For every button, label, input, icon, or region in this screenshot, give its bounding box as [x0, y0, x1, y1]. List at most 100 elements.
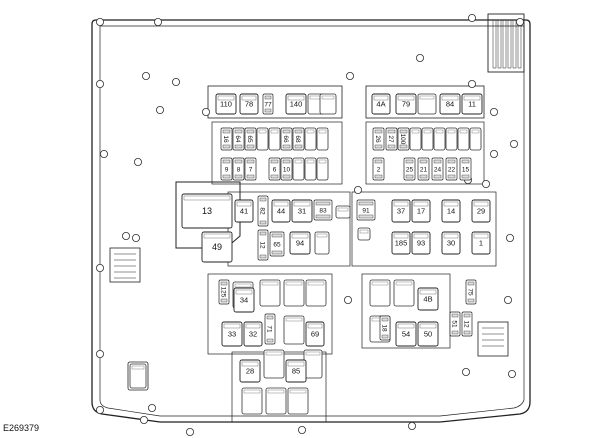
fuse-cap-bottom [433, 174, 442, 179]
fuse-cap-bottom [447, 174, 456, 179]
fuse-cap-bottom [405, 174, 414, 179]
component-label: 25 [406, 166, 414, 173]
mounting-hole [171, 78, 180, 87]
component-fuse-mini [257, 195, 269, 227]
component-relay-small [271, 199, 291, 223]
relay-top-detail [203, 233, 231, 239]
mounting-hole [147, 403, 156, 412]
component-fuse-mini [372, 127, 385, 151]
mounting-hole [155, 106, 164, 115]
component-fuse-mini [397, 127, 410, 151]
empty-slot [283, 279, 305, 307]
mounting-hole [185, 427, 194, 436]
connector-16-frame [127, 361, 149, 391]
slot-detail [261, 281, 279, 286]
fuse-cap-bottom [282, 144, 291, 149]
relay-top-detail [287, 361, 305, 367]
empty-slot [316, 127, 329, 151]
component-label: 12 [259, 241, 266, 249]
component-label: 83 [319, 207, 327, 214]
component-label: 6 [273, 166, 277, 173]
empty-slot [292, 157, 305, 181]
connector-pin [502, 19, 507, 69]
component-relay-small [285, 93, 307, 115]
component-relay-large [181, 193, 233, 229]
right-clip-block [477, 321, 509, 357]
fuse-cap-bottom [266, 338, 274, 343]
empty-slot [241, 387, 263, 415]
slot-detail [234, 283, 252, 288]
relay-top-detail [473, 233, 489, 239]
fuse-cap-bottom [271, 250, 283, 255]
relay-top-detail [443, 201, 459, 207]
mounting-hole [509, 139, 518, 148]
component-relay-small [411, 231, 431, 255]
component-label: 93 [417, 239, 425, 248]
fuse-cap-bottom [234, 174, 243, 179]
mounting-hole [153, 17, 162, 26]
relay-top-detail [236, 201, 252, 207]
component-relay-small [289, 231, 311, 255]
slot-detail [318, 129, 327, 134]
mounting-hole [131, 233, 140, 242]
component-label: 13 [202, 206, 212, 216]
fuse-cap-top [419, 159, 428, 164]
component-relay-small [471, 231, 491, 255]
fuse-cap-top [270, 159, 279, 164]
component-label: 14 [447, 207, 455, 216]
relay-top-detail [183, 195, 231, 201]
component-fuse-mini [465, 279, 477, 305]
component-label: 33 [228, 330, 236, 339]
connector-pin [492, 19, 497, 69]
fuse-cap-bottom [315, 214, 331, 219]
component-label: 28 [246, 367, 254, 376]
component-relay-small [391, 231, 411, 255]
component-fuse-mini [417, 157, 430, 181]
empty-slot [259, 279, 281, 307]
component-label: 85 [292, 367, 300, 376]
slot-detail [359, 229, 369, 234]
mounting-hole [96, 80, 105, 89]
zone-top-right [365, 85, 485, 119]
component-label: 185 [395, 239, 408, 248]
fuse-cap-top [222, 159, 231, 164]
component-relay-small [395, 93, 417, 115]
connector-pin [517, 19, 522, 69]
fuse-cap-top [447, 159, 456, 164]
relay-top-detail [241, 361, 259, 367]
relay-top-detail [419, 289, 437, 295]
component-label: 66 [282, 135, 289, 143]
relay-top-detail [473, 201, 489, 207]
fuse-cap-top [266, 315, 274, 320]
component-label: 10 [283, 166, 291, 173]
slot-detail [447, 129, 456, 134]
empty-slot [129, 363, 147, 389]
empty-slot [316, 157, 329, 181]
fuse-cap-bottom [259, 254, 267, 259]
component-label: 49 [212, 242, 222, 252]
slot-detail [294, 159, 303, 164]
fuse-cap-top [282, 159, 291, 164]
housing-inner-edge [99, 25, 525, 417]
fuse-cap-top [259, 231, 267, 236]
component-label: 82 [259, 207, 266, 215]
slot-detail [423, 129, 432, 134]
fuse-cap-top [264, 95, 272, 100]
empty-slot [263, 349, 285, 379]
component-fuse-mini [280, 157, 293, 181]
empty-slot [319, 93, 337, 115]
relay-top-detail [307, 323, 323, 329]
reference-code: E269379 [3, 423, 40, 433]
empty-slot [393, 279, 415, 307]
slot-detail [270, 129, 279, 134]
fuse-cap-bottom [463, 330, 471, 335]
component-label: 68 [294, 135, 301, 143]
component-label: 26 [374, 135, 381, 143]
component-fuse-mini [431, 157, 444, 181]
fuse-cap-bottom [294, 144, 303, 149]
component-label: 94 [296, 239, 304, 248]
fuse-cap-top [271, 233, 283, 238]
fuse-cap-bottom [264, 108, 272, 113]
relay-top-detail [373, 95, 389, 101]
